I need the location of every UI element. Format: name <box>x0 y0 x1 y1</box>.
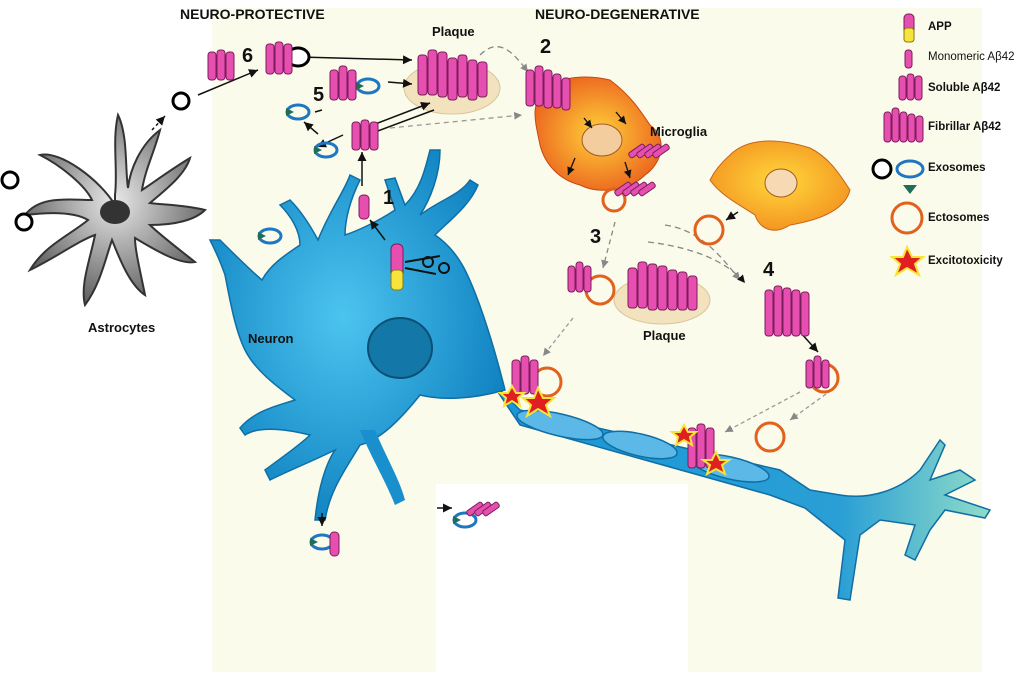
microglia-nucleus-2 <box>764 168 798 198</box>
step-3: 3 <box>590 226 602 248</box>
header-neuro-degenerative: NEURO-DEGENERATIVE <box>535 6 700 22</box>
step-4: 4 <box>763 259 775 281</box>
exosome-astro-1 <box>0 170 20 190</box>
legend-app: APP <box>928 21 952 33</box>
scissors-icon <box>404 255 450 275</box>
astrocyte-cell <box>22 112 207 308</box>
legend-soluble: Soluble Aβ42 <box>928 82 1001 94</box>
monomer-abeta <box>358 194 370 220</box>
exosome-astro-3 <box>171 91 191 111</box>
legend-monomeric: Monomeric Aβ42 <box>928 51 1015 63</box>
label-neuron: Neuron <box>248 331 294 346</box>
excitotoxicity-stars <box>497 383 733 477</box>
legend-exosomes: Exosomes <box>928 162 986 174</box>
abeta-clusters <box>207 41 830 557</box>
label-astrocytes: Astrocytes <box>88 320 156 335</box>
legend-ectosomes: Ectosomes <box>928 212 990 224</box>
label-plaque-top: Plaque <box>432 24 475 39</box>
neuron-cell <box>208 149 506 521</box>
step-2: 2 <box>540 36 552 58</box>
exosome-markers <box>258 82 461 546</box>
app-protein <box>390 243 404 291</box>
arrows <box>299 46 827 526</box>
step-6: 6 <box>242 45 254 67</box>
step-1: 1 <box>383 187 395 209</box>
label-microglia: Microglia <box>650 124 708 139</box>
legend-fibrillar: Fibrillar Aβ42 <box>928 121 1002 133</box>
label-plaque-bottom: Plaque <box>643 328 686 343</box>
step-5: 5 <box>313 84 325 106</box>
microglia-nucleus-1 <box>581 123 623 157</box>
exosome-astro-2 <box>14 212 34 232</box>
header-neuro-protective: NEURO-PROTECTIVE <box>180 6 325 22</box>
legend-excitotoxicity: Excitotoxicity <box>928 255 1003 267</box>
legend-icons <box>871 13 926 278</box>
